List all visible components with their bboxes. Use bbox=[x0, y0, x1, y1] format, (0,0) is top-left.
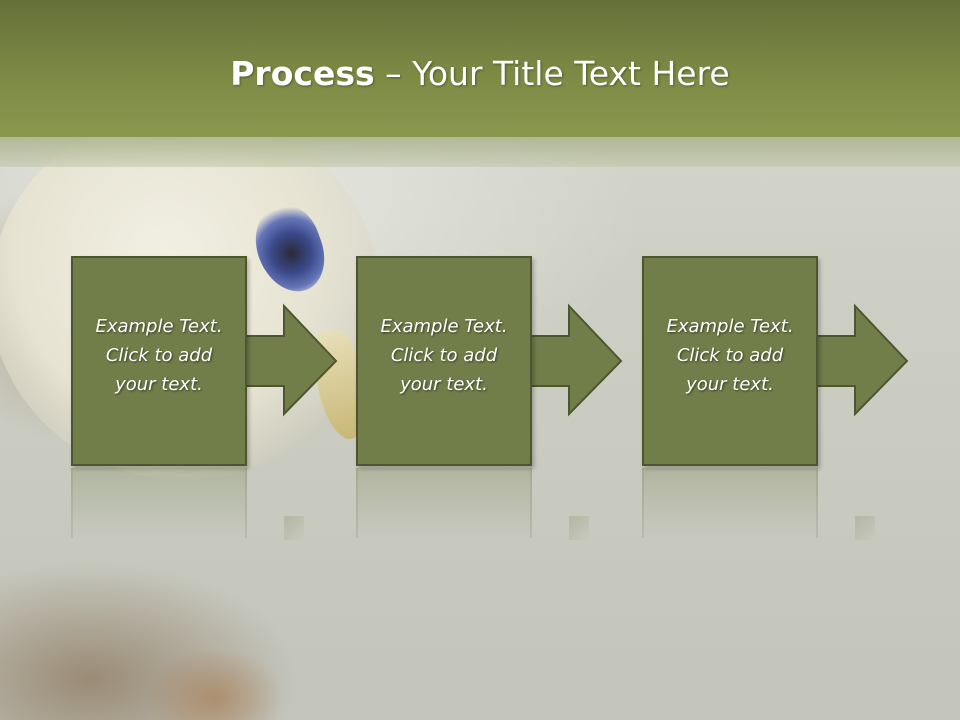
step-1-reflection bbox=[71, 468, 247, 538]
process-step-2[interactable]: Example Text. Click to add your text. bbox=[356, 256, 532, 466]
arrow-1-reflection bbox=[284, 516, 304, 540]
step-3-reflection bbox=[642, 468, 818, 538]
title-underbar bbox=[0, 137, 960, 167]
title-bold-part: Process bbox=[230, 54, 375, 93]
arrow-2-reflection bbox=[569, 516, 589, 540]
process-step-1[interactable]: Example Text. Click to add your text. bbox=[71, 256, 247, 466]
title-rest-part: – Your Title Text Here bbox=[374, 54, 730, 93]
step-2-text[interactable]: Example Text. Click to add your text. bbox=[380, 316, 508, 395]
arrow-right-icon bbox=[810, 303, 909, 417]
step-1-text[interactable]: Example Text. Click to add your text. bbox=[95, 316, 223, 395]
slide-title[interactable]: Process – Your Title Text Here bbox=[0, 52, 960, 96]
arrow-right-icon bbox=[524, 303, 623, 417]
branch-highlight-image bbox=[150, 650, 280, 720]
step-2-reflection bbox=[356, 468, 532, 538]
process-step-3[interactable]: Example Text. Click to add your text. bbox=[642, 256, 818, 466]
title-bar bbox=[0, 0, 960, 137]
arrow-3-reflection bbox=[855, 516, 875, 540]
arrow-right-icon bbox=[239, 303, 338, 417]
step-3-text[interactable]: Example Text. Click to add your text. bbox=[666, 316, 794, 395]
